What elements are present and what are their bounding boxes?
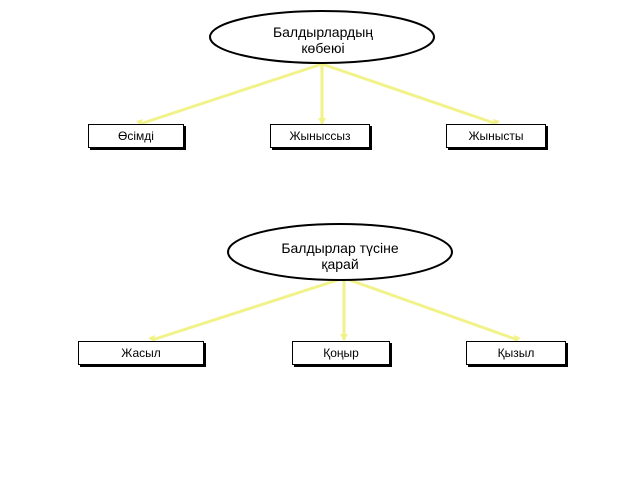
- connector-line: [343, 276, 519, 342]
- root-ellipse-color: [227, 223, 453, 281]
- connector-line: [321, 62, 498, 126]
- child-box-sexual: Жынысты: [446, 124, 546, 148]
- child-box-green: Жасыл: [78, 341, 204, 365]
- connector-line: [139, 62, 323, 126]
- arrowhead: [340, 334, 348, 341]
- connectors-reproduction: [136, 62, 500, 126]
- root-ellipse-reproduction: [209, 10, 435, 64]
- arrowhead: [514, 335, 521, 342]
- child-box-vegetative: Өсімді: [88, 124, 184, 148]
- child-box-brown: Қоңыр: [292, 341, 390, 365]
- connectors-color: [148, 276, 521, 342]
- root-label-color: Балдырлар түсіне қарай: [281, 240, 399, 272]
- arrowhead: [148, 335, 155, 342]
- root-label-reproduction: Балдырлардың көбеюі: [272, 24, 374, 56]
- child-box-red: Қызыл: [466, 341, 566, 365]
- arrowhead: [318, 118, 326, 125]
- child-box-asexual: Жыныссыз: [270, 124, 370, 148]
- connector-line: [151, 276, 345, 342]
